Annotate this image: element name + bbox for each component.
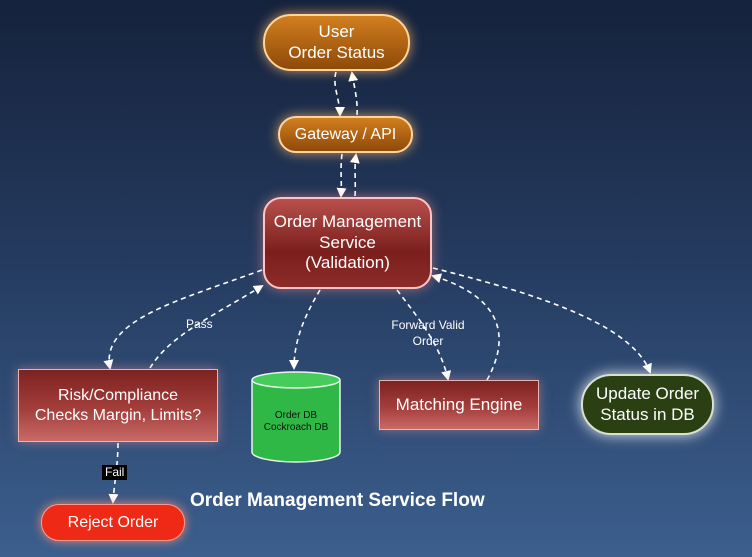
- gateway-node: Gateway / API: [278, 116, 413, 153]
- edge-label-forward: Forward Valid Order: [391, 318, 465, 348]
- edge-oms-to-update: [432, 267, 652, 374]
- edge-oms-to-db: [289, 289, 321, 370]
- database-label: Order DB Cockroach DB: [263, 410, 329, 433]
- diagram-title: Order Management Service Flow: [190, 490, 485, 511]
- edge-gateway-to-user: [348, 71, 359, 116]
- edge-risk-to-oms: [149, 284, 264, 369]
- edge-label-pass: Pass: [186, 317, 213, 331]
- edge-matching-to-oms: [431, 273, 500, 381]
- edge-oms-to-risk: [103, 269, 263, 370]
- database-cylinder-icon: [251, 371, 341, 463]
- edge-oms-to-gateway: [349, 153, 360, 197]
- order-management-service-node: Order Management Service (Validation): [263, 197, 432, 289]
- update-order-status-node: Update Order Status in DB: [581, 374, 714, 435]
- reject-order-node: Reject Order: [41, 504, 185, 541]
- edge-oms-to-matching: [396, 289, 452, 381]
- user-node: User Order Status: [263, 14, 410, 71]
- edge-gateway-to-oms: [336, 153, 347, 198]
- matching-engine-node: Matching Engine: [379, 380, 539, 430]
- edge-user-to-gateway: [334, 71, 345, 117]
- edge-label-fail: Fail: [102, 465, 128, 480]
- risk-compliance-node: Risk/Compliance Checks Margin, Limits?: [18, 369, 218, 442]
